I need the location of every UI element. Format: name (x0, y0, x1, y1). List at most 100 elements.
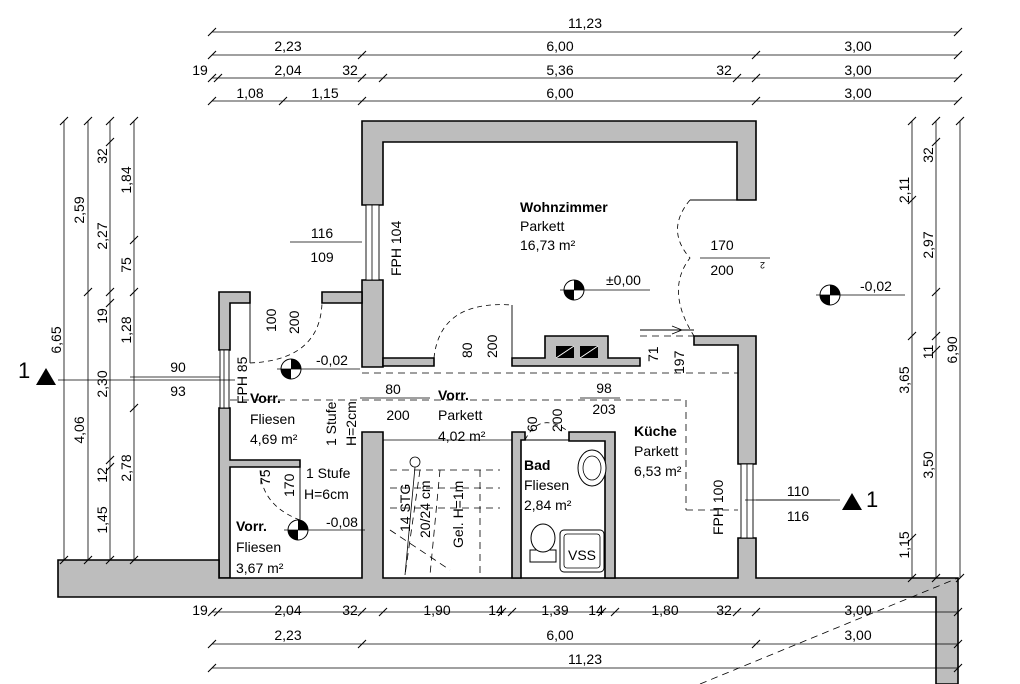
dim-tick (610, 607, 620, 617)
step-1-a: 1 Stufe (323, 401, 339, 446)
door-left-top-swing (249, 302, 323, 364)
stair-size: 20/24 cm (417, 480, 433, 538)
dim-top-3-4: 32 (716, 62, 732, 78)
windows (219, 204, 754, 539)
dim-tick (751, 639, 761, 649)
d2-h: 200 (484, 334, 500, 358)
dim-tick (83, 287, 93, 297)
dim-tick (907, 331, 917, 341)
dim-tick (953, 663, 963, 673)
dim-right-c-1: 3,65 (896, 366, 912, 393)
dim-tick (83, 116, 93, 126)
wall-middle-partition (382, 357, 435, 367)
door-middle-swing (433, 304, 513, 359)
dim-top-3-1: 2,04 (274, 62, 301, 78)
dim-tick (213, 73, 223, 83)
dash-diag (699, 577, 959, 684)
dim-tick (907, 116, 917, 126)
room-name: Bad (524, 457, 550, 473)
dim-bot-2-2: 3,00 (844, 627, 871, 643)
dim-tick (105, 555, 115, 565)
room-vorr-3: Vorr. Fliesen 3,67 m² (236, 518, 284, 576)
dim-tick (751, 50, 761, 60)
dim-tick (953, 96, 963, 106)
dim-left-c-1: 2,27 (94, 222, 110, 249)
level-texts: ±0,00 -0,02 -0,02 -0,08 (316, 272, 892, 530)
dim-tick (907, 195, 917, 205)
d1-h: 200 (286, 310, 302, 334)
dim-texts-right: 6,90 32 2,97 11 3,50 2,11 3,65 1,15 (896, 147, 960, 559)
level-marker-1 (560, 279, 588, 301)
dim-tick (357, 50, 367, 60)
w2-bot: 93 (170, 383, 186, 399)
dim-tick (105, 462, 115, 472)
room-name: Küche (634, 423, 677, 439)
wall-bottom (57, 431, 959, 684)
section-arrow-left-icon (36, 368, 56, 385)
dim-top-3-5: 3,00 (844, 62, 871, 78)
d7-bot: 203 (592, 401, 616, 417)
section-label-left: 1 (18, 358, 30, 383)
dim-tick (83, 555, 93, 565)
dim-left-d-0: 1,84 (118, 166, 134, 193)
room-name: Vorr. (236, 518, 267, 534)
dim-tick (129, 403, 139, 413)
door-vorr-lower-swing (259, 466, 301, 521)
dim-tick (732, 607, 742, 617)
dim-top-3-0: 19 (192, 62, 208, 78)
dim-bot-total: 11,23 (568, 651, 602, 667)
dim-left-c-0: 32 (94, 148, 110, 164)
room-area: 4,69 m² (250, 431, 298, 447)
d2-w: 80 (459, 342, 475, 358)
w3-top: 110 (787, 483, 810, 499)
dim-tick (931, 345, 941, 355)
toilet-bowl (530, 523, 556, 553)
dim-tick (129, 116, 139, 126)
d8-w: 71 (645, 346, 661, 362)
dimension-ticks (59, 27, 965, 673)
fixtures (529, 449, 607, 573)
dim-tick (751, 96, 761, 106)
dim-tick (931, 331, 941, 341)
dim-bot-1-0: 19 (192, 602, 208, 618)
dim-top-total: 11,23 (568, 15, 602, 31)
dim-tick (278, 96, 288, 106)
d7-top: 98 (596, 380, 612, 396)
dim-tick (953, 27, 963, 37)
dim-bot-2-0: 2,23 (274, 627, 301, 643)
stair-start-marker (409, 456, 421, 468)
section-arrow-right-icon (842, 493, 862, 510)
dim-tick (751, 73, 761, 83)
step-labels: 1 Stufe H=2cm 1 Stufe H=6cm 14 STG 20/24… (304, 401, 466, 548)
room-bad: Bad Fliesen 2,84 m² (524, 457, 572, 513)
level-marker-2 (816, 284, 844, 306)
dim-tick (931, 116, 941, 126)
wall-bath-right (568, 431, 616, 579)
dim-bot-1-9: 3,00 (844, 602, 871, 618)
room-floor: Parkett (520, 218, 564, 234)
dim-tick (59, 555, 69, 565)
room-name: Vorr. (438, 387, 469, 403)
dim-tick (207, 96, 217, 106)
dim-right-b-2: 11 (920, 345, 936, 360)
room-area: 2,84 m² (524, 497, 572, 513)
dim-right-a-0: 6,90 (944, 336, 960, 363)
dim-left-c-2: 19 (94, 308, 110, 324)
dim-tick (955, 116, 965, 126)
room-name: Vorr. (250, 390, 281, 406)
dim-tick (907, 533, 917, 543)
level-marker-3 (277, 358, 305, 380)
dim-bot-1-3: 1,90 (423, 602, 450, 618)
dim-bot-1-5: 1,39 (541, 602, 568, 618)
dim-texts-bottom: 19 2,04 32 1,90 14 1,39 14 1,80 32 3,00 … (192, 602, 872, 667)
stair-railing: Gel. H=1m (450, 481, 466, 548)
dim-bot-1-1: 2,04 (274, 602, 301, 618)
wall-bath-left (511, 431, 526, 579)
w3-bot: 116 (787, 508, 810, 524)
d6-w: 75 (257, 469, 273, 485)
room-vorr-1: Vorr. Fliesen 4,69 m² (250, 390, 298, 447)
dim-tick (907, 573, 917, 583)
level-markers (277, 279, 905, 541)
dim-bot-1-2: 32 (342, 602, 358, 618)
dim-top-2-0: 2,23 (274, 38, 301, 54)
